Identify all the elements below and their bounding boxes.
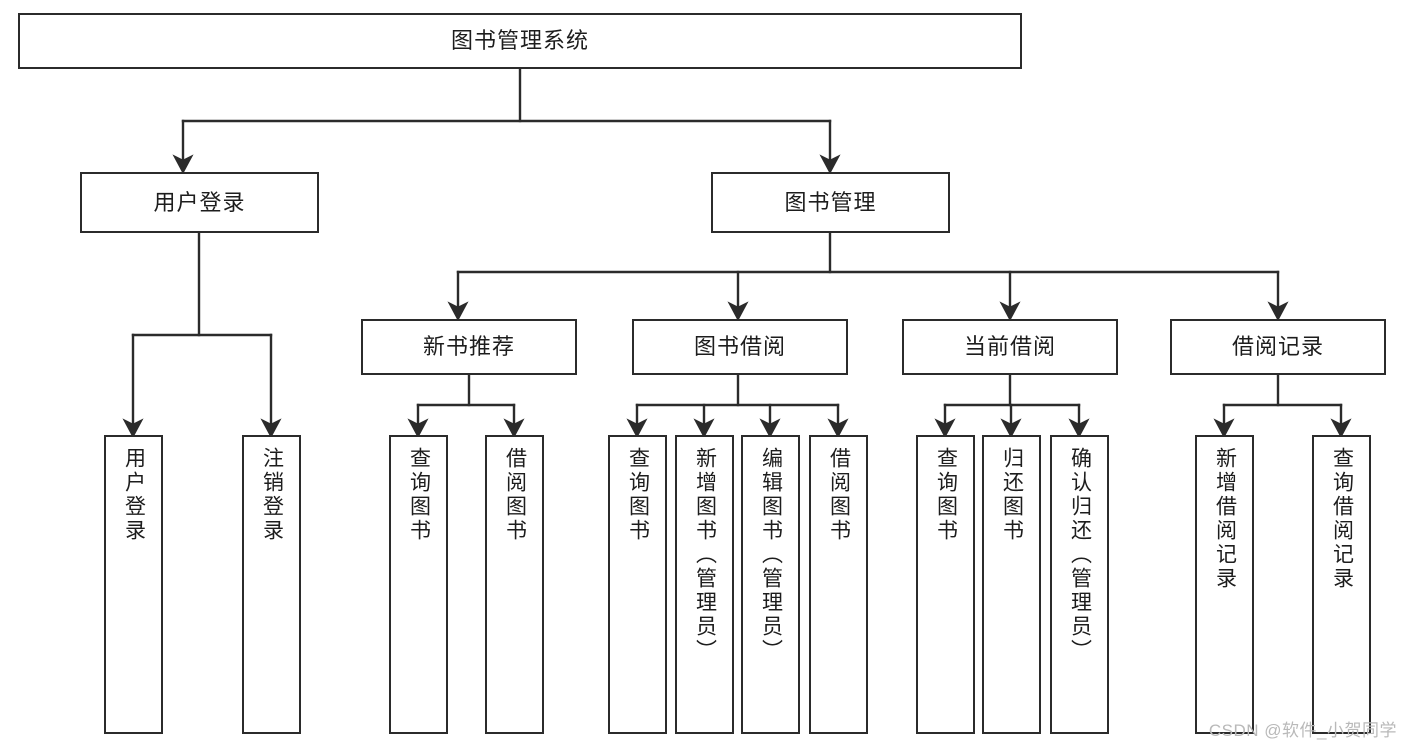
leaf-add-book[interactable]: 新增图书（管理员）	[675, 435, 734, 734]
node-root-label: 图书管理系统	[450, 28, 589, 54]
leaf-query-book-1-label: 查询图书	[407, 447, 431, 543]
leaf-user-login[interactable]: 用户登录	[104, 435, 163, 734]
node-borrow-record[interactable]: 借阅记录	[1170, 319, 1386, 375]
leaf-borrow-book-1-label: 借阅图书	[503, 447, 527, 543]
leaf-borrow-book-2[interactable]: 借阅图书	[809, 435, 868, 734]
leaf-query-record-label: 查询借阅记录	[1330, 447, 1354, 591]
watermark: CSDN @软件_小贺同学	[1208, 721, 1397, 740]
node-new-book-rec[interactable]: 新书推荐	[361, 319, 577, 375]
leaf-query-record[interactable]: 查询借阅记录	[1312, 435, 1371, 734]
leaf-add-record-label: 新增借阅记录	[1213, 447, 1237, 591]
leaf-query-book-1[interactable]: 查询图书	[389, 435, 448, 734]
node-current-borrow[interactable]: 当前借阅	[902, 319, 1118, 375]
node-current-borrow-label: 当前借阅	[963, 334, 1056, 360]
node-user-login[interactable]: 用户登录	[80, 172, 319, 233]
node-book-manage-label: 图书管理	[784, 189, 877, 215]
leaf-query-book-2-label: 查询图书	[626, 447, 650, 543]
leaf-logout-label: 注销登录	[260, 447, 284, 543]
leaf-edit-book[interactable]: 编辑图书（管理员）	[741, 435, 800, 734]
node-root[interactable]: 图书管理系统	[18, 13, 1022, 69]
leaf-confirm-return-label: 确认归还（管理员）	[1068, 447, 1092, 663]
node-book-borrow[interactable]: 图书借阅	[632, 319, 848, 375]
leaf-confirm-return[interactable]: 确认归还（管理员）	[1050, 435, 1109, 734]
leaf-return-book[interactable]: 归还图书	[982, 435, 1041, 734]
node-book-manage[interactable]: 图书管理	[711, 172, 950, 233]
leaf-return-book-label: 归还图书	[1000, 447, 1024, 543]
leaf-add-book-label: 新增图书（管理员）	[693, 447, 717, 663]
node-user-login-label: 用户登录	[153, 189, 246, 215]
leaf-edit-book-label: 编辑图书（管理员）	[759, 447, 783, 663]
leaf-query-book-3-label: 查询图书	[934, 447, 958, 543]
leaf-user-login-label: 用户登录	[122, 447, 146, 543]
leaf-add-record[interactable]: 新增借阅记录	[1195, 435, 1254, 734]
node-book-borrow-label: 图书借阅	[693, 334, 786, 360]
leaf-logout[interactable]: 注销登录	[242, 435, 301, 734]
leaf-borrow-book-2-label: 借阅图书	[827, 447, 851, 543]
node-borrow-record-label: 借阅记录	[1231, 334, 1324, 360]
leaf-query-book-3[interactable]: 查询图书	[916, 435, 975, 734]
node-new-book-rec-label: 新书推荐	[422, 334, 515, 360]
leaf-query-book-2[interactable]: 查询图书	[608, 435, 667, 734]
leaf-borrow-book-1[interactable]: 借阅图书	[485, 435, 544, 734]
